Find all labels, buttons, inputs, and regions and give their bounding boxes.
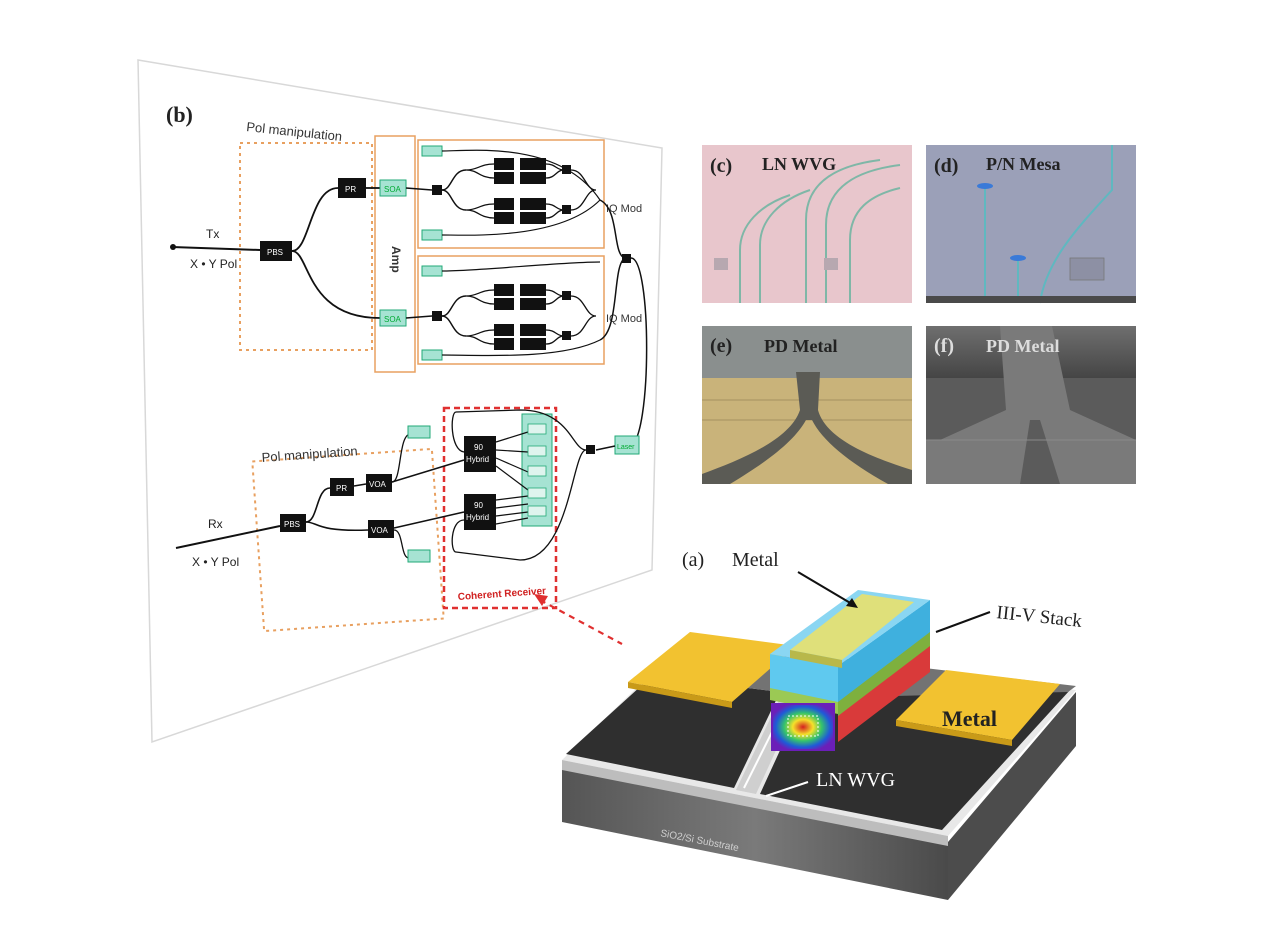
tx-pol-label: X • Y Pol <box>190 257 237 271</box>
wvg-pointer <box>765 781 809 797</box>
metal-pointer <box>797 571 853 605</box>
coherent-receiver-box <box>442 406 558 610</box>
metal-top-contact-front <box>790 650 842 668</box>
tx-pr-block <box>338 178 366 198</box>
hybrid-top-line2: Hybrid <box>466 455 489 464</box>
pol-manipulation-label-bottom: Pol manipulation <box>261 443 358 465</box>
stack-red-side <box>838 644 930 742</box>
metal-pad-left <box>628 632 796 702</box>
pol-manipulation-box-top <box>239 142 373 351</box>
rx-monitor-top <box>407 425 431 439</box>
hybrid-top-line1: 90 <box>474 443 483 452</box>
pd-array <box>495 413 553 527</box>
amp-box <box>374 135 416 373</box>
tx-label: Tx <box>206 227 219 241</box>
rx-to-hybrid-top <box>391 459 465 483</box>
device-metal-label: Metal <box>732 549 779 571</box>
rx-label: Rx <box>208 517 223 531</box>
tx-soa-top-text: SOA <box>384 185 402 194</box>
tx-pbs-text: PBS <box>267 248 283 257</box>
tx-input-line <box>171 246 261 251</box>
micrograph-d: (d) P/N Mesa <box>926 145 1136 304</box>
laser-feed-top <box>599 199 626 259</box>
micrograph-e-title: PD Metal <box>764 336 837 356</box>
rx-input-line <box>175 525 281 549</box>
stack-pointer <box>935 611 991 633</box>
laser-splitter-bottom <box>586 445 595 454</box>
iq-mod-internals-bottom <box>405 261 601 361</box>
rx-pbs-text: PBS <box>284 520 300 529</box>
metal-pad-left-edge <box>628 682 732 708</box>
zoom-arrow <box>539 599 623 645</box>
iq-mod-box-top <box>417 139 605 249</box>
schematic-panel-label: (b) <box>166 102 193 127</box>
tx-wire-down <box>291 250 381 319</box>
micrograph-e: (e) PD Metal <box>702 326 912 484</box>
amp-label: Amp <box>389 246 403 273</box>
device-pad-label: Metal <box>942 706 997 731</box>
micrograph-f: (f) PD Metal <box>926 326 1136 484</box>
hybrid-bottom-line2: Hybrid <box>466 513 489 522</box>
rx-pol-label: X • Y Pol <box>192 555 239 569</box>
laser-block <box>614 435 640 455</box>
micrograph-f-label: (f) <box>934 335 954 357</box>
metal-pad-right-edge <box>896 720 1012 746</box>
micrograph-d-title: P/N Mesa <box>986 154 1060 174</box>
rx-pr-to-voa <box>353 483 367 487</box>
iq-mod-box-bottom <box>417 255 605 365</box>
tx-wire-up <box>291 187 339 252</box>
rx-pr-text: PR <box>336 484 347 493</box>
laser-text: Laser <box>617 444 635 451</box>
iq-mod-internals-top <box>405 145 601 241</box>
device-panel-label: (a) <box>682 549 704 571</box>
device-stack-label: III-V Stack <box>995 602 1083 632</box>
rx-voa-top-text: VOA <box>369 480 387 489</box>
micrograph-c-title: LN WVG <box>762 154 836 174</box>
tx-input-dot <box>170 244 176 250</box>
hybrid-bottom-line1: 90 <box>474 501 483 510</box>
rx-voa-top <box>366 474 392 492</box>
micrograph-c: (c) LN WVG <box>702 145 912 303</box>
stack-cyan-front <box>770 654 838 702</box>
micrograph-f-title: PD Metal <box>986 336 1059 356</box>
substrate-side-front <box>562 768 948 900</box>
lo-to-hybrids <box>451 409 587 561</box>
iq-mod-label-top: IQ Mod <box>606 203 642 215</box>
stack-green-side <box>838 630 930 716</box>
rx-wire-up <box>305 487 331 523</box>
rx-to-hybrid-bottom <box>393 511 465 529</box>
device-wvg-label: LN WVG <box>816 769 895 791</box>
micrograph-c-label: (c) <box>710 155 732 177</box>
hybrid-bottom <box>464 494 496 530</box>
laser-splitter-top <box>622 254 631 263</box>
zoom-arrow-head <box>534 594 548 606</box>
tx-pbs-block <box>260 241 292 261</box>
rx-voa-bottom <box>368 520 394 538</box>
tx-pr-text: PR <box>345 185 356 194</box>
device-3d: (a) Metal III-V Stack Metal LN WVG SiO2/… <box>562 549 1083 900</box>
tx-soa-bottom-text: SOA <box>384 315 402 324</box>
mode-profile <box>771 703 835 751</box>
rx-voa-bottom-text: VOA <box>371 526 389 535</box>
rx-pr-block <box>330 478 354 496</box>
micrograph-e-label: (e) <box>710 335 732 357</box>
rx-monitor-bottom <box>407 549 431 563</box>
metal-top-contact <box>790 594 914 660</box>
laser-feed-bottom <box>599 257 626 341</box>
schematic-sheet <box>137 59 663 744</box>
metal-pad-right <box>896 670 1060 740</box>
stack-cyan-side <box>838 600 930 702</box>
substrate-side-right <box>948 692 1076 900</box>
laser-to-splitter <box>595 445 616 451</box>
schematic-panel: (b) Pol manipulation Amp IQ Mod IQ Mod T… <box>137 59 663 744</box>
micrograph-d-label: (d) <box>934 155 958 177</box>
hybrid-top <box>464 436 496 472</box>
iq-mod-label-bottom: IQ Mod <box>606 313 642 325</box>
substrate-edge-strip <box>562 760 948 846</box>
rx-pbs-block <box>280 514 306 532</box>
rx-wire-down <box>305 521 369 532</box>
